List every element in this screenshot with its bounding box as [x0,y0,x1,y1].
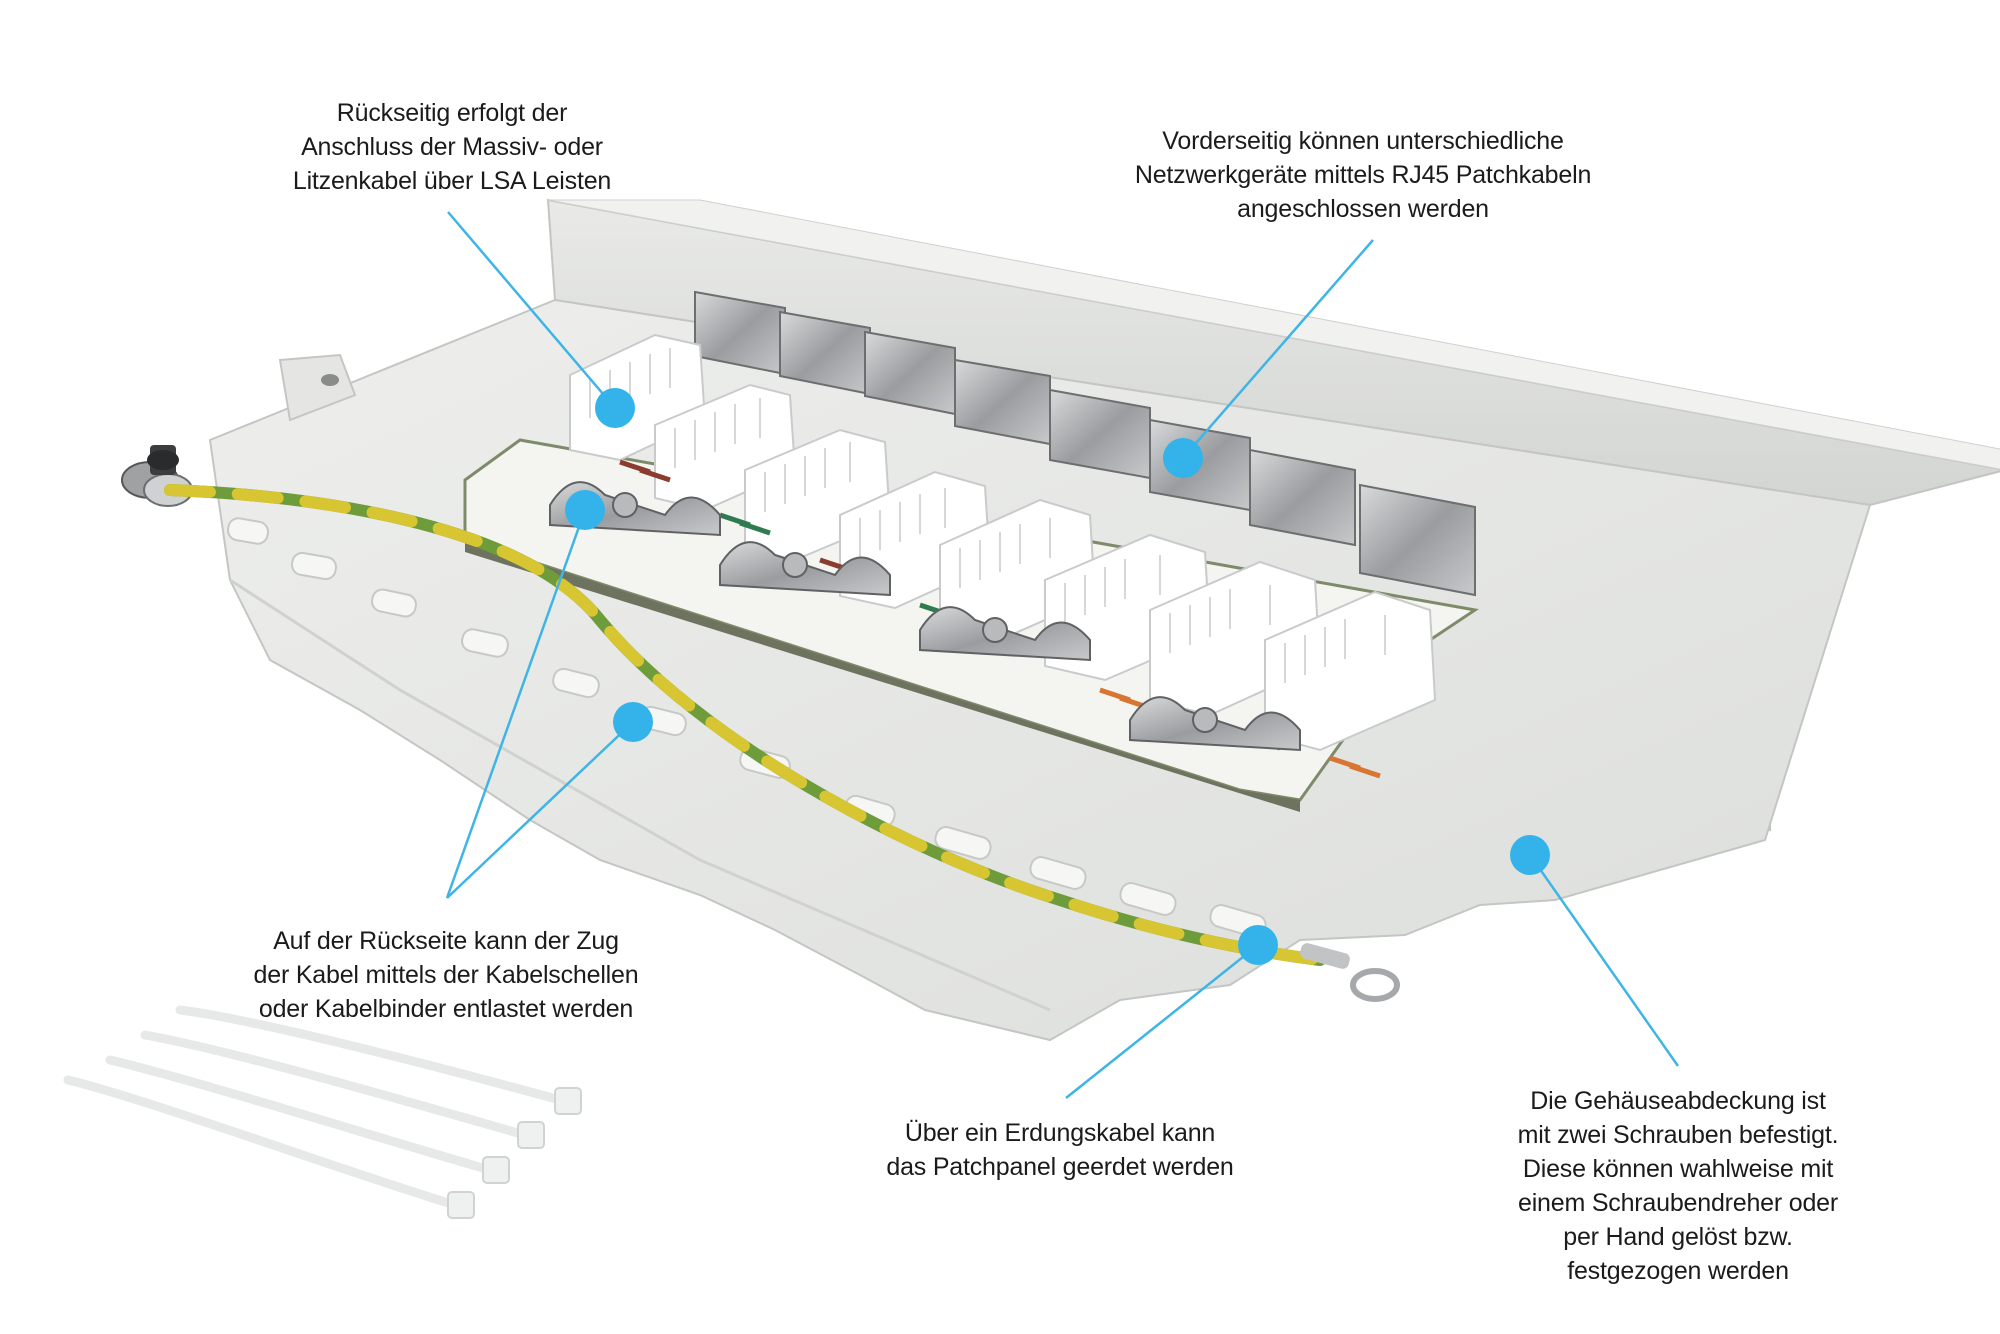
leader-lines [445,211,1680,1099]
lsa-connector-row [569,333,1437,752]
marker-rj45 [1163,438,1203,478]
callout-rear-connection: Rückseitig erfolgt der Anschluss der Mas… [262,96,642,198]
callout-line: einem Schraubendreher oder [1517,1189,1838,1217]
callout-line: angeschlossen werden [1237,195,1489,223]
leader-line-ground [1065,944,1259,1099]
callout-line: Anschluss der Massiv- oder [301,133,603,161]
callout-front-ports: Vorderseitig können unterschiedliche Net… [1128,124,1598,226]
ground-wire [164,484,1400,1002]
callout-line: Rückseitig erfolgt der [336,99,568,127]
cable-clamps [549,481,1301,752]
callout-line: das Patchpanel geerdet werden [886,1153,1234,1181]
leader-line-clamp [445,509,587,899]
cable-tie-slots [226,517,1267,938]
callout-line: oder Kabelbinder entlastet werden [258,995,634,1023]
cable-ties [63,1005,582,1219]
rj45-jack [1249,448,1356,547]
cable-clamp [719,541,891,597]
marker-cover-screw [1510,835,1550,875]
rj45-jack [1359,483,1476,597]
marker-slot [613,702,653,742]
callout-line: per Hand gelöst bzw. [1563,1223,1793,1251]
callout-line: Die Gehäuseabdeckung ist [1530,1087,1826,1115]
cable-clamp [1129,696,1301,752]
callout-line: Diese können wahlweise mit [1522,1155,1834,1183]
callout-line: Vorderseitig können unterschiedliche [1162,127,1564,155]
cable-tie [105,1055,510,1184]
callout-strain-relief: Auf der Rückseite kann der Zug der Kabel… [236,924,656,1026]
callout-cover: Die Gehäuseabdeckung ist mit zwei Schrau… [1478,1084,1878,1288]
marker-dots [565,388,1550,965]
callout-line: Netzwerkgeräte mittels RJ45 Patchkabeln [1134,161,1592,189]
callout-grounding: Über ein Erdungskabel kann das Patchpane… [860,1116,1260,1184]
cable-tie [140,1030,545,1149]
ground-stud [121,445,193,507]
leader-line-cover [1528,854,1680,1067]
leader-line-rear [447,211,616,409]
callout-line: Litzenkabel über LSA Leisten [292,167,612,195]
cable-tie [63,1075,475,1219]
marker-ground [1238,925,1278,965]
cable-clamp [919,606,1091,662]
marker-clamp [565,490,605,530]
callout-line: festgezogen werden [1567,1257,1789,1285]
callout-line: Auf der Rückseite kann der Zug [273,927,619,955]
marker-lsa [595,388,635,428]
callout-line: Über ein Erdungskabel kann [904,1119,1216,1147]
leader-line-front [1182,239,1374,459]
callout-line: der Kabel mittels der Kabelschellen [253,961,639,989]
leader-line-slot [446,721,634,899]
cable-tie [175,1005,582,1115]
callout-line: mit zwei Schrauben befestigt. [1517,1121,1839,1149]
